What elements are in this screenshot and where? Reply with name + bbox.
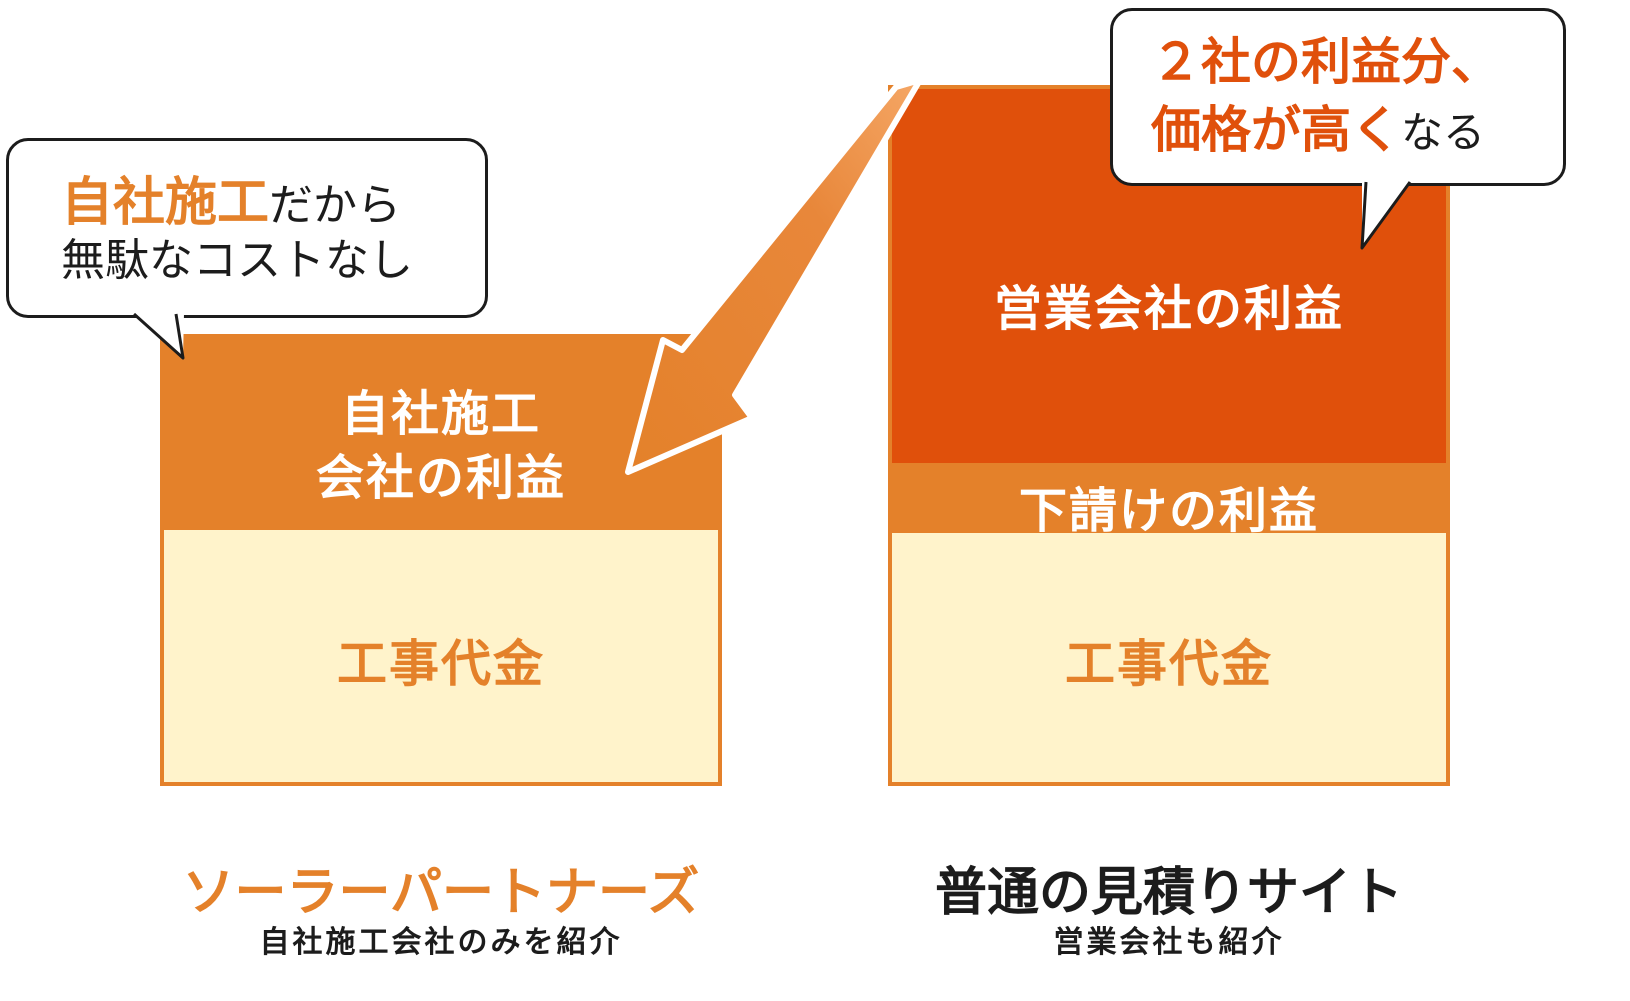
left-profit-label-line1: 自社施工 [340,386,541,442]
left-profit-label-line2: 会社の利益 [315,450,566,506]
left-bubble-emphasis: 自社施工 [61,173,270,233]
right-construction-block: 工事代金 [888,533,1450,786]
right-title: 普通の見積りサイト [934,863,1403,923]
right-bubble-line2-emphasis-a: 価格が高 [1151,101,1351,159]
right-subcontract-profit-label: 下請けの利益 [1018,483,1319,539]
right-speech-bubble: ２社の利益分、 価格が高くなる [1110,8,1566,186]
right-subcontract-profit-block: 下請けの利益 [888,463,1450,539]
right-subtitle: 営業会社も紹介 [1053,925,1285,960]
left-construction-block: 工事代金 [160,530,722,786]
right-bubble-line2-rest: なる [1401,108,1486,157]
left-bubble-tail [132,312,185,360]
left-subtitle: 自社施工会社のみを紹介 [259,925,623,960]
left-bubble-line1-rest: だから [269,180,402,231]
left-bubble-line2: 無駄なコストなし [61,235,413,286]
left-speech-bubble: 自社施工だから 無駄なコストなし [6,138,488,318]
right-construction-label: 工事代金 [1065,635,1273,693]
right-bubble-line2-emphasis-b: く [1351,101,1401,159]
left-profit-block: 自社施工 会社の利益 [160,334,722,530]
left-title: ソーラーパートナーズ [182,863,700,923]
right-sales-profit-label: 営業会社の利益 [993,281,1344,337]
left-construction-label: 工事代金 [337,635,545,693]
right-bubble-line1: ２社の利益分、 [1151,33,1501,91]
right-bubble-tail [1360,181,1412,250]
